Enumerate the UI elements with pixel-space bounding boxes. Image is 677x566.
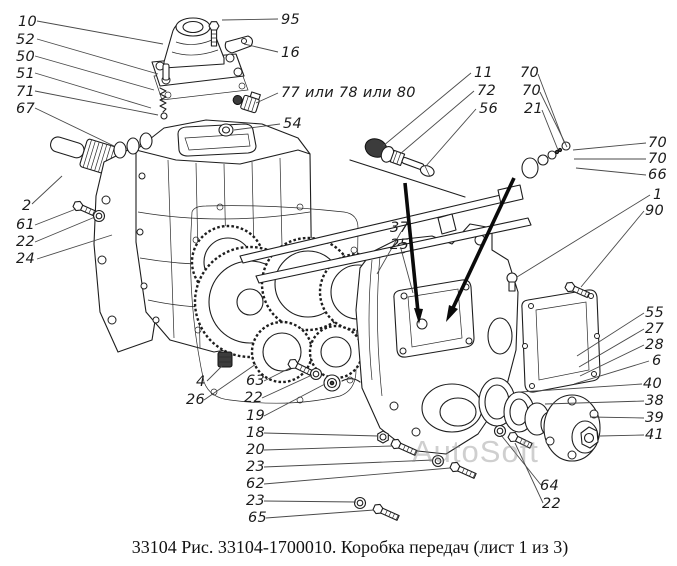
callout-61: 61 bbox=[16, 217, 36, 233]
plug-and-bolt-drawing bbox=[506, 272, 590, 299]
middle-gasket-drawing bbox=[190, 203, 359, 404]
callout-22-left: 22 bbox=[16, 234, 36, 250]
callout-66: 66 bbox=[648, 167, 668, 183]
callout-65: 65 bbox=[248, 510, 268, 526]
callout-1: 1 bbox=[653, 187, 663, 203]
callout-11: 11 bbox=[474, 65, 494, 81]
callout-39: 39 bbox=[645, 410, 665, 426]
callout-20: 20 bbox=[246, 442, 266, 458]
hardware-drawing bbox=[72, 200, 533, 521]
callout-21: 21 bbox=[524, 101, 544, 117]
callout-2: 2 bbox=[22, 198, 32, 214]
leader-lines bbox=[31, 18, 651, 519]
side-gasket-drawing bbox=[521, 289, 601, 393]
output-flange-drawing bbox=[478, 377, 601, 462]
callout-6: 6 bbox=[652, 353, 662, 369]
callout-56: 56 bbox=[479, 101, 499, 117]
watermark-text: AutoSoft bbox=[412, 434, 539, 469]
callout-28: 28 bbox=[645, 337, 665, 353]
callout-71: 71 bbox=[16, 84, 36, 100]
shift-rails-drawing bbox=[239, 184, 532, 284]
speed-sensor-drawing bbox=[349, 138, 466, 198]
callout-23-1: 23 bbox=[246, 459, 266, 475]
thick-arrows bbox=[403, 177, 516, 324]
callout-40: 40 bbox=[643, 376, 663, 392]
callout-25: 25 bbox=[390, 237, 410, 253]
callout-26: 26 bbox=[186, 392, 206, 408]
callout-72: 72 bbox=[477, 83, 497, 99]
callout-67: 67 bbox=[16, 101, 36, 117]
callout-27: 27 bbox=[645, 321, 665, 337]
callout-70-top-1: 70 bbox=[520, 65, 540, 81]
callout-70-right-2: 70 bbox=[648, 151, 668, 167]
callout-54: 54 bbox=[283, 116, 303, 132]
callout-4: 4 bbox=[196, 374, 206, 390]
callout-22-bottom: 22 bbox=[542, 496, 562, 512]
rings-and-balls-drawing bbox=[521, 141, 571, 179]
callout-41: 41 bbox=[645, 427, 665, 443]
callout-90: 90 bbox=[645, 203, 665, 219]
callout-10: 10 bbox=[18, 14, 38, 30]
callout-70-right-1: 70 bbox=[648, 135, 668, 151]
callout-95: 95 bbox=[281, 12, 301, 28]
shift-tower-drawing bbox=[113, 17, 249, 159]
rear-housing-drawing bbox=[355, 223, 519, 455]
callout-19: 19 bbox=[246, 408, 266, 424]
callout-50: 50 bbox=[16, 49, 36, 65]
callout-63: 63 bbox=[246, 373, 266, 389]
figure-caption: 33104 Рис. 33104-1700010. Коробка переда… bbox=[131, 537, 569, 557]
callout-37: 37 bbox=[390, 220, 410, 236]
callout-18: 18 bbox=[246, 425, 266, 441]
callout-38: 38 bbox=[645, 393, 665, 409]
callout-77-78-80: 77 или 78 или 80 bbox=[281, 85, 416, 101]
callout-16: 16 bbox=[281, 45, 301, 61]
callout-22-mid: 22 bbox=[244, 390, 264, 406]
callout-52: 52 bbox=[16, 32, 36, 48]
callout-62: 62 bbox=[246, 476, 266, 492]
switch-sensor-drawing bbox=[218, 91, 261, 137]
callout-70-top-2: 70 bbox=[522, 83, 542, 99]
callout-64: 64 bbox=[540, 478, 560, 494]
callout-55: 55 bbox=[645, 305, 665, 321]
callout-23-2: 23 bbox=[246, 493, 266, 509]
callout-24: 24 bbox=[16, 251, 36, 267]
callout-51: 51 bbox=[16, 66, 36, 82]
